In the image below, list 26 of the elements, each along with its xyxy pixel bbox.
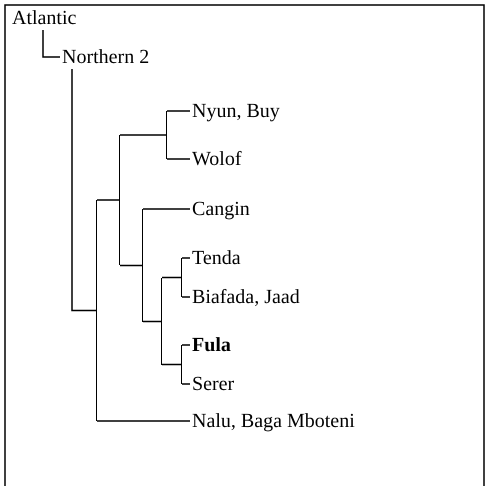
tree-branch-line [182, 383, 190, 385]
language-label: Fula [192, 333, 231, 357]
language-label: Wolof [192, 147, 242, 171]
tree-branch-line [120, 264, 143, 266]
tree-branch-line [182, 296, 190, 298]
tree-branch-line [143, 320, 162, 322]
language-label: Serer [192, 372, 234, 396]
tree-branch-line [97, 199, 120, 201]
tree-branch-line [162, 276, 182, 278]
language-label: Cangin [192, 197, 250, 221]
language-label: Biafada, Jaad [192, 285, 300, 309]
tree-branch-line [71, 69, 97, 312]
tree-branch-line [42, 30, 60, 58]
tree-branch-line [167, 158, 190, 160]
tree-branch-line [182, 344, 190, 346]
language-label: Nalu, Baga Mboteni [192, 409, 355, 433]
tree-branch-line [143, 208, 190, 210]
tree-branch-line [167, 110, 190, 112]
group-label: Northern 2 [62, 45, 150, 69]
tree-branch-line [120, 134, 167, 136]
language-label: Nyun, Buy [192, 99, 280, 123]
tree-branch-line [97, 420, 190, 422]
language-label: Tenda [192, 246, 241, 270]
tree-branch-line [182, 257, 190, 259]
group-label: Atlantic [12, 6, 76, 30]
tree-branch-line [162, 364, 182, 366]
